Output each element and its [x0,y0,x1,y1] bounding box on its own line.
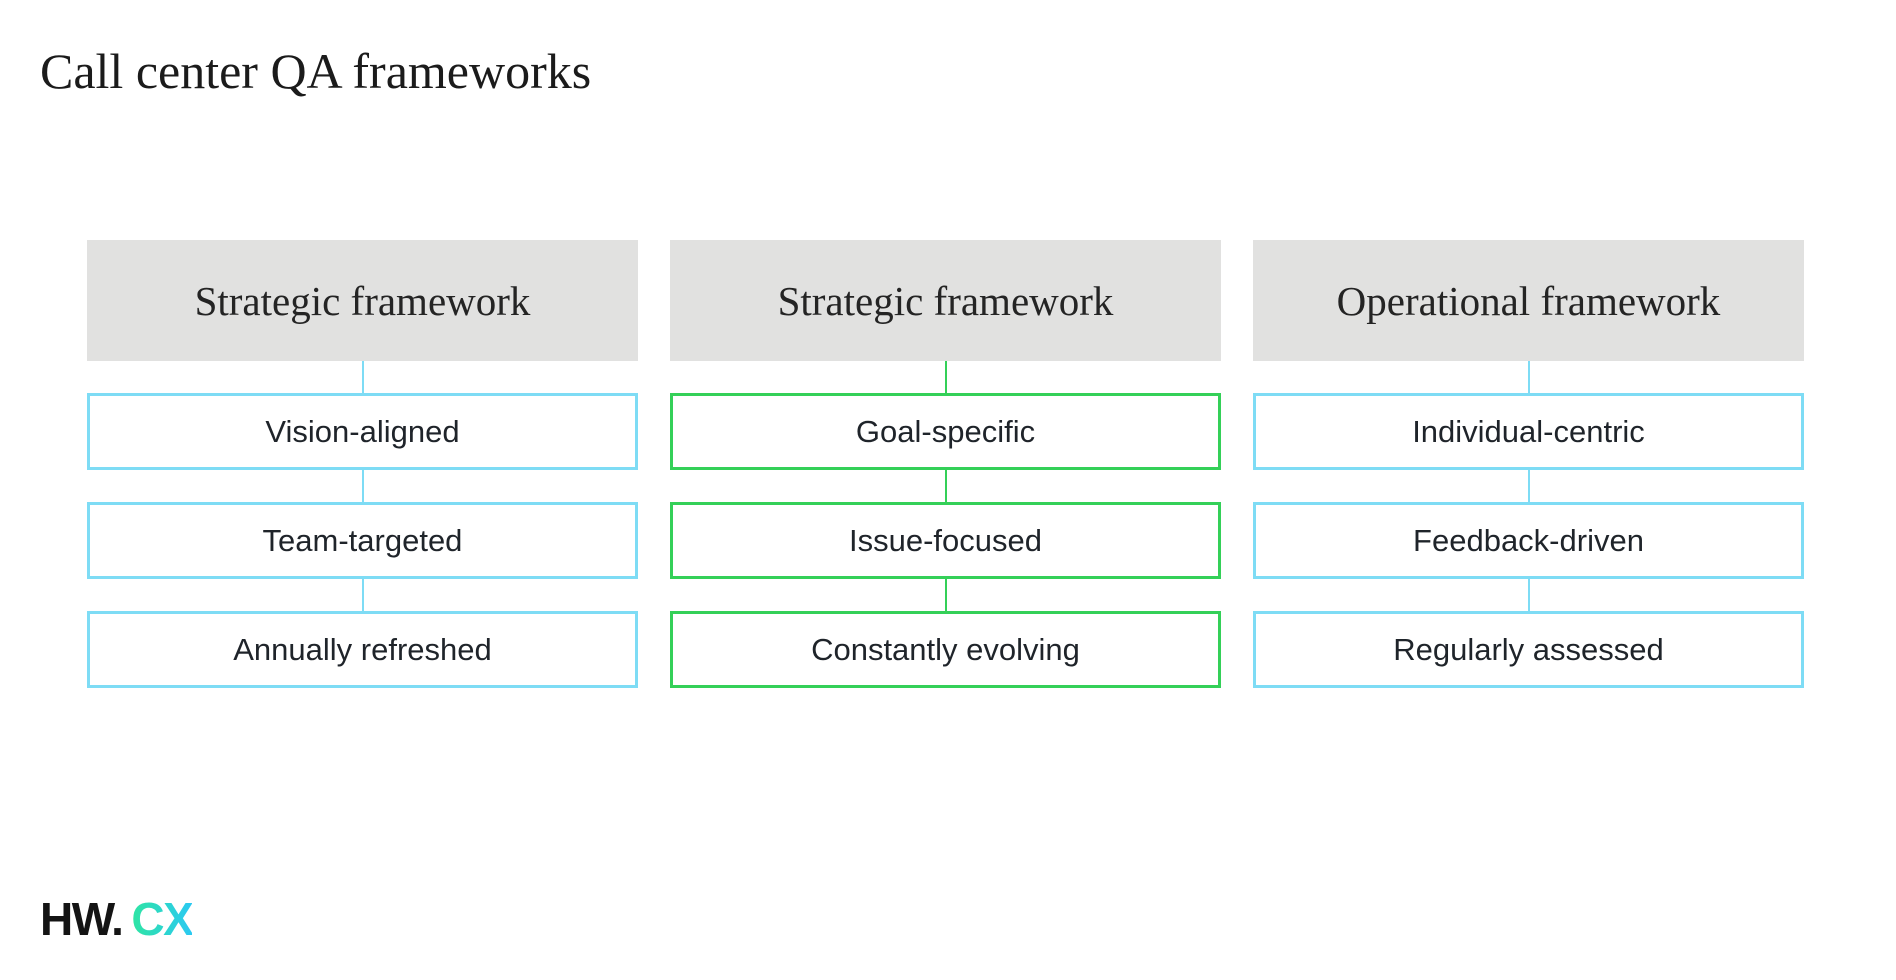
node-label: Team-targeted [262,522,463,558]
qa-frameworks-diagram: Strategic framework Vision-aligned Team-… [87,240,1804,688]
column-header-label: Operational framework [1336,277,1721,324]
node-box: Feedback-driven [1253,502,1804,579]
page-title: Call center QA frameworks [40,43,592,99]
hwcx-logo: HW.CX [40,893,194,945]
connector-line [361,361,364,393]
framework-column-strategic-1: Strategic framework Vision-aligned Team-… [87,240,638,688]
connector-line [1527,361,1530,393]
framework-column-operational: Operational framework Individual-centric… [1253,240,1804,688]
logo-hw-text: HW. [40,893,124,945]
node-box: Goal-specific [670,393,1221,470]
connector-line [944,579,947,611]
connector-line [944,470,947,502]
node-label: Feedback-driven [1413,522,1644,558]
connector-line [1527,579,1530,611]
column-header-label: Strategic framework [777,277,1114,324]
node-label: Vision-aligned [265,413,460,449]
node-box: Team-targeted [87,502,638,579]
node-box: Constantly evolving [670,611,1221,688]
connector-line [1527,470,1530,502]
connector-line [361,470,364,502]
node-label: Constantly evolving [811,631,1080,667]
node-label: Individual-centric [1412,413,1645,449]
column-header: Operational framework [1253,240,1804,361]
column-header: Strategic framework [87,240,638,361]
logo-cx-text: CX [131,893,193,945]
node-box: Individual-centric [1253,393,1804,470]
node-label: Annually refreshed [233,631,492,667]
node-box: Annually refreshed [87,611,638,688]
connector-line [944,361,947,393]
node-box: Regularly assessed [1253,611,1804,688]
column-header: Strategic framework [670,240,1221,361]
node-label: Issue-focused [849,522,1042,558]
connector-line [361,579,364,611]
node-label: Regularly assessed [1393,631,1664,667]
node-label: Goal-specific [855,413,1036,449]
node-box: Issue-focused [670,502,1221,579]
node-box: Vision-aligned [87,393,638,470]
column-header-label: Strategic framework [194,277,531,324]
framework-column-strategic-2: Strategic framework Goal-specific Issue-… [670,240,1221,688]
